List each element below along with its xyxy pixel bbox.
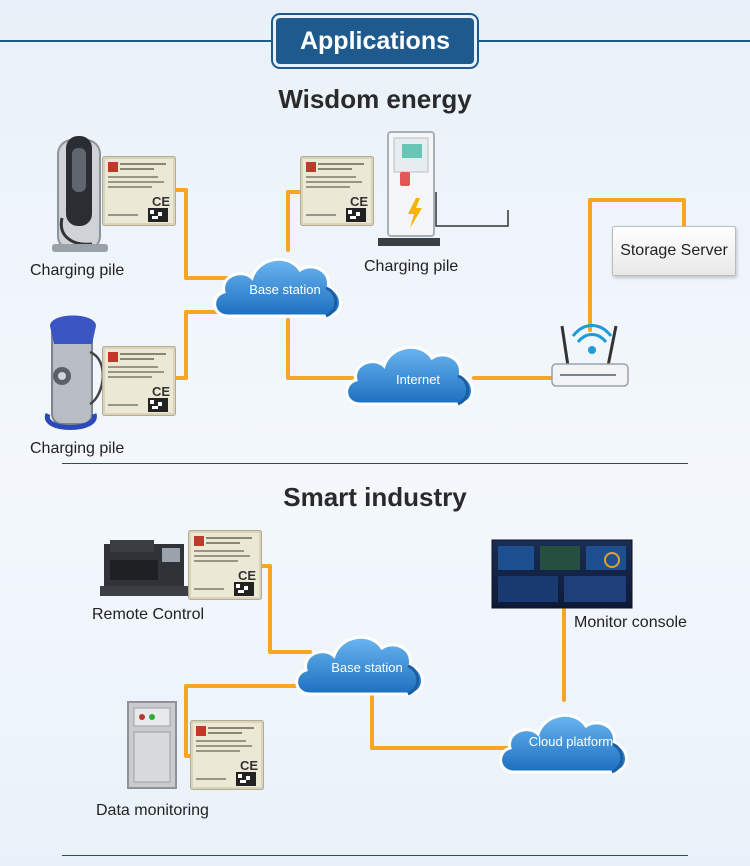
label-charging-pile-3: Charging pile [364, 258, 459, 275]
cloud-label-internet: Internet [396, 372, 440, 387]
module-pile-3 [300, 156, 374, 226]
charging-pile-2-icon [45, 315, 105, 430]
link-datamon-base [184, 684, 300, 758]
label-remote-control: Remote Control [92, 606, 205, 623]
link-pile1-base [174, 188, 242, 280]
router-icon [551, 324, 629, 387]
cloud-platform: Cloud platform [499, 713, 628, 774]
remote-control-machine-icon [100, 540, 188, 596]
link-pile3-base [286, 190, 302, 252]
module-remote-control [188, 530, 262, 600]
section-title-energy: Wisdom energy [278, 84, 472, 114]
section-divider [62, 463, 688, 464]
link-base-cloud [370, 690, 510, 750]
link-router-server [588, 198, 686, 332]
internet-cloud: Internet [345, 345, 474, 406]
module-pile-1 [102, 156, 176, 226]
charger-cable [435, 192, 509, 227]
label-monitor-console: Monitor console [574, 614, 687, 631]
cloud-label-base-industry: Base station [331, 660, 403, 675]
link-base-internet [286, 318, 354, 380]
charging-pile-3-icon [378, 131, 440, 246]
bottom-divider [62, 855, 688, 856]
charging-pile-1-icon [52, 136, 108, 252]
cloud-label-cloud-platform: Cloud platform [529, 734, 614, 749]
base-station-cloud-industry: Base station [295, 635, 424, 696]
module-data-monitoring [190, 720, 264, 790]
base-station-cloud-energy: Base station [213, 257, 342, 318]
energy-links [174, 188, 686, 380]
industry-links [184, 564, 566, 758]
label-charging-pile-1: Charging pile [30, 262, 125, 279]
cloud-label-base-energy: Base station [249, 282, 321, 297]
monitor-console-screen-icon [491, 539, 633, 609]
label-data-monitoring: Data monitoring [96, 802, 209, 819]
page-title-banner: Applications [276, 18, 474, 64]
module-pile-2 [102, 346, 176, 416]
storage-server-box: Storage Server [612, 226, 736, 276]
link-pile2-base [174, 310, 222, 380]
data-monitoring-cabinet-icon [127, 701, 177, 789]
label-charging-pile-2: Charging pile [30, 440, 125, 457]
section-title-industry: Smart industry [283, 482, 467, 512]
label-storage-server: Storage Server [620, 242, 728, 259]
link-remote-base [260, 564, 312, 654]
